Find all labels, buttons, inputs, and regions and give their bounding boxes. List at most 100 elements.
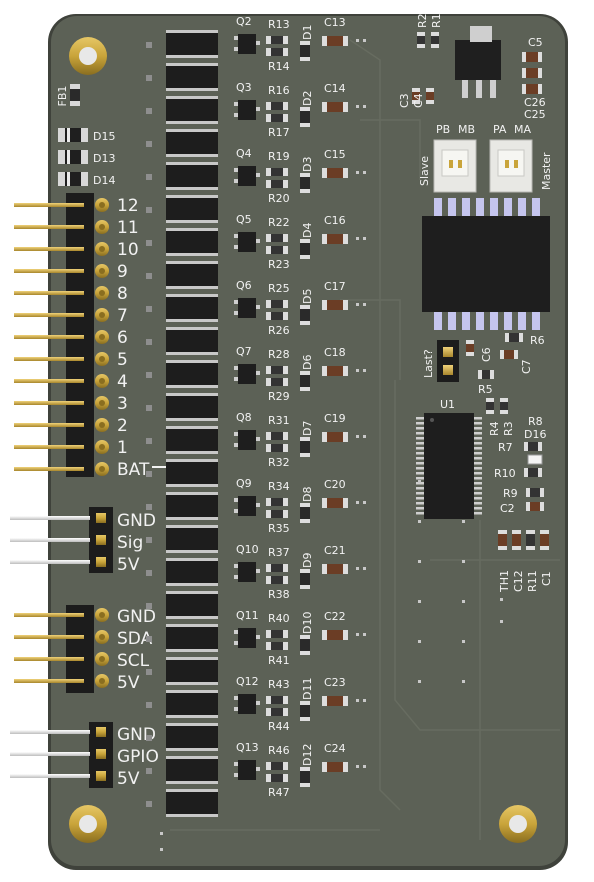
c25-label: C25 (524, 108, 546, 121)
c-label: C13 (324, 16, 346, 29)
power-block (146, 63, 218, 91)
header-pin-label: 8 (117, 284, 128, 304)
power-block (146, 162, 218, 190)
gpio-header (10, 722, 113, 788)
q-label: Q12 (236, 675, 259, 688)
diode-label: D14 (93, 174, 115, 187)
header-pin (14, 308, 109, 322)
header-pin (14, 440, 109, 454)
u1-ic: U1 (416, 398, 482, 519)
last-label: Last? (422, 349, 435, 378)
r3-label: R3 (502, 421, 515, 436)
power-block (146, 690, 218, 718)
power-block (146, 327, 218, 355)
power-block (146, 624, 218, 652)
i2c-pin-label: GND (117, 607, 156, 627)
header-pin-label: 10 (117, 240, 139, 260)
c-label: C16 (324, 214, 346, 227)
q-label: Q13 (236, 741, 259, 754)
fan-pin-label: GND (117, 511, 156, 531)
i2c-pin-label: SCL (117, 651, 150, 671)
power-block (146, 459, 218, 487)
rb-label: R38 (268, 588, 290, 601)
rb-label: R44 (268, 720, 290, 733)
q-label: Q4 (236, 147, 252, 160)
header-pin (14, 352, 109, 366)
fan-pin-label: Sig (117, 533, 143, 553)
master-label: Master (540, 152, 553, 190)
power-block (146, 492, 218, 520)
power-block (146, 789, 218, 817)
fb1-label: FB1 (56, 86, 69, 107)
ra-label: R31 (268, 414, 290, 427)
c-label: C17 (324, 280, 346, 293)
c-label: C18 (324, 346, 346, 359)
q-label: Q6 (236, 279, 252, 292)
c12-label: C12 (512, 570, 525, 592)
mounting-hole-bottom-left (69, 805, 107, 843)
c26-label: C26 (524, 96, 546, 109)
rb-label: R35 (268, 522, 290, 535)
gpio-pin (10, 771, 106, 781)
r9-label: R9 (503, 487, 518, 500)
header-pin-label: 5 (117, 350, 128, 370)
pa-label: PA (493, 123, 507, 136)
power-block (146, 393, 218, 421)
mounting-hole-bottom-right (499, 805, 537, 843)
ra-label: R40 (268, 612, 290, 625)
c4-label: C4 (412, 93, 425, 108)
diode-d14: D14 (58, 172, 115, 187)
i2c-pin (14, 630, 109, 644)
c2-label: C2 (500, 502, 515, 515)
pb-label: PB (436, 123, 450, 136)
power-block (146, 525, 218, 553)
header-pin (14, 374, 109, 388)
diode-d15: D15 (58, 128, 115, 143)
r2-label: R2 (416, 13, 429, 28)
header-pin-label: BAT (117, 460, 150, 480)
i2c-pin-label: 5V (117, 673, 140, 693)
power-block (146, 558, 218, 586)
c-label: C21 (324, 544, 346, 557)
q-label: Q3 (236, 81, 252, 94)
ra-label: R13 (268, 18, 290, 31)
power-block (146, 30, 218, 58)
header-pin-label: 11 (117, 218, 139, 238)
header-pin-label: 3 (117, 394, 128, 414)
connector-slave: PB MB Slave (418, 123, 477, 193)
c-label: C22 (324, 610, 346, 623)
gpio-pin (10, 727, 106, 737)
header-pin (14, 220, 109, 234)
header-pin (14, 330, 109, 344)
power-block (146, 591, 218, 619)
ra-label: R16 (268, 84, 290, 97)
rb-label: R17 (268, 126, 290, 139)
q-label: Q11 (236, 609, 259, 622)
th1-label: TH1 (498, 570, 511, 593)
header-pin-label: 4 (117, 372, 128, 392)
power-block (146, 129, 218, 157)
u1-side-passives: R4 R3 R8 D16 R7 R10 R9 C2 (486, 398, 546, 515)
top-right-passives: R2 R1 C5 C26 C25 C3 C4 (398, 13, 546, 121)
r7-label: R7 (498, 441, 513, 454)
header-pin (14, 264, 109, 278)
rb-label: R20 (268, 192, 290, 205)
mounting-hole-top-left (69, 37, 107, 75)
rb-label: R14 (268, 60, 290, 73)
last-jumper: Last? (422, 340, 459, 382)
bottom-right-passives: TH1 C12 R11 C1 (498, 530, 553, 593)
slave-label: Slave (418, 156, 431, 186)
fan-pin (10, 513, 106, 523)
c6-label: C6 (480, 347, 493, 362)
ra-label: R43 (268, 678, 290, 691)
d-label: D5 (301, 289, 314, 304)
header-pin-label: 2 (117, 416, 128, 436)
